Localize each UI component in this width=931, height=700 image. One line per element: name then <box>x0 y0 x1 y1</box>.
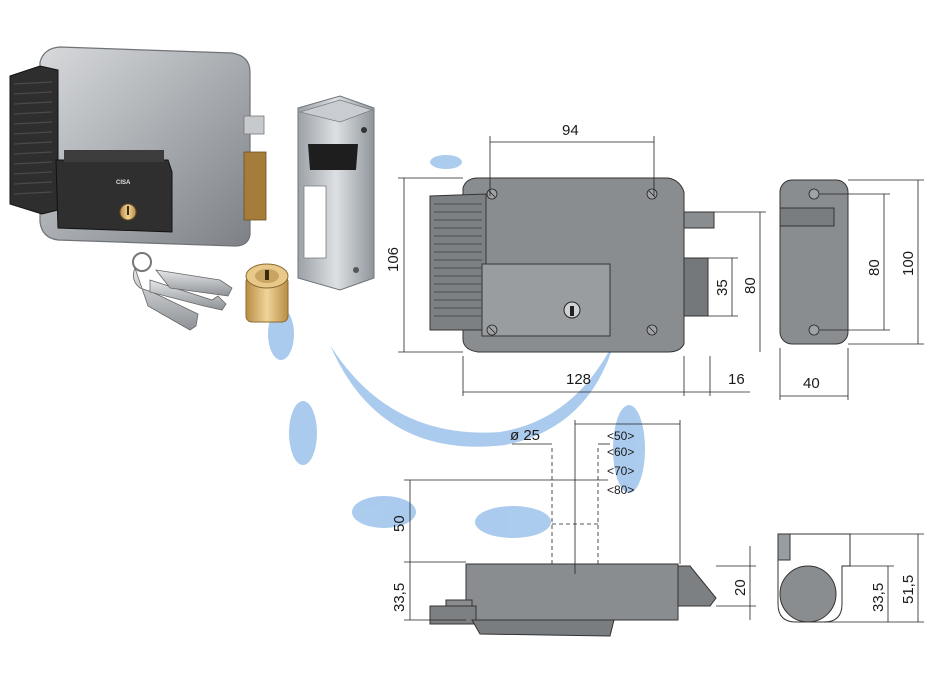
dim-cylinder-diameter: ø 25 <box>510 427 540 444</box>
strike-plate-photo <box>297 95 375 291</box>
keys-photo <box>132 252 233 331</box>
dim-bolt-projection: 16 <box>728 371 745 388</box>
top-view-drawing: ø 25 <50> <60> <70> <80> 50 33,5 20 <box>391 420 756 637</box>
dim-bolt-width: 20 <box>732 579 749 596</box>
dim-strike-hole-spacing: 80 <box>866 259 883 276</box>
strike-side-drawing: 33,5 51,5 <box>777 533 924 623</box>
backset-70: <70> <box>607 464 634 478</box>
dim-hole-spacing: 94 <box>562 122 579 139</box>
dim-height-overall: 106 <box>385 247 402 272</box>
dim-strike-depth-outer: 51,5 <box>900 575 917 604</box>
dim-depth-to-cylinder: 50 <box>391 515 408 532</box>
dim-case-depth: 33,5 <box>391 583 408 612</box>
dim-strike-depth-inner: 33,5 <box>870 583 887 612</box>
front-view-drawing: 94 106 35 80 128 16 <box>385 122 766 396</box>
dim-strike-height: 100 <box>900 251 917 276</box>
dim-body-width: 128 <box>566 371 591 388</box>
dim-bolt-inner: 35 <box>714 279 731 296</box>
cylinder-photo <box>245 263 289 323</box>
backset-60: <60> <box>607 445 634 459</box>
backset-50: <50> <box>607 429 634 443</box>
dim-strike-width: 40 <box>803 375 820 392</box>
brand-mark: CISA <box>116 180 131 186</box>
dim-bolt-outer: 80 <box>742 277 759 294</box>
backset-80: <80> <box>607 483 634 497</box>
lock-photo: CISA <box>9 46 267 247</box>
strike-front-drawing: 80 100 40 <box>779 179 924 400</box>
